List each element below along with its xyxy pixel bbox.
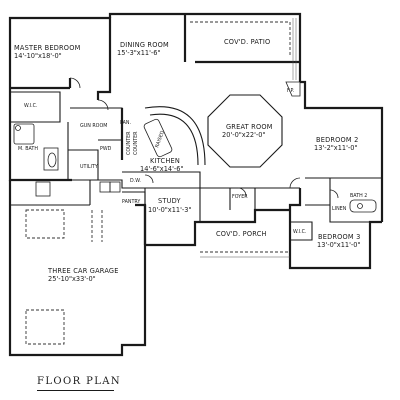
exterior-walls bbox=[8, 12, 384, 357]
linen-tag: LINEN bbox=[332, 206, 347, 212]
gun-room-name: GUN ROOM bbox=[80, 123, 107, 129]
kitchen-name: KITCHEN bbox=[150, 157, 180, 165]
master-bath-fixtures bbox=[13, 123, 59, 197]
master-bedroom-name: MASTER BEDROOM bbox=[14, 44, 81, 52]
kitchen-curved-counter bbox=[143, 106, 206, 166]
garage-stalls bbox=[25, 209, 103, 345]
small-tags: F.P. PWD LINEN PAN. D.W. bbox=[100, 88, 347, 212]
counter-right-label: COUNTER bbox=[133, 131, 139, 155]
wic-bed3-name: W.I.C. bbox=[293, 229, 307, 235]
pwd-tag: PWD bbox=[100, 146, 112, 152]
dining-room-dims: 15'-3"x11'-6" bbox=[117, 49, 161, 57]
dw-tag: D.W. bbox=[130, 178, 141, 184]
utility-name: UTILITY bbox=[80, 164, 98, 170]
plan-title-underline bbox=[37, 390, 114, 391]
covd-porch-name: COV'D. PORCH bbox=[216, 230, 267, 238]
bedroom-3-dims: 13'-0"x11'-0" bbox=[317, 241, 361, 249]
study-dims: 10'-0"x11'-3" bbox=[148, 206, 192, 214]
bath-2-name: BATH 2 bbox=[350, 193, 367, 199]
pantry-small-tag: PAN. bbox=[120, 120, 131, 126]
garage-name: THREE CAR GARAGE bbox=[47, 267, 119, 275]
laundry-fixtures bbox=[99, 181, 121, 193]
bedroom-2-name: BEDROOM 2 bbox=[316, 136, 359, 144]
fireplace bbox=[285, 81, 301, 97]
garage-dims: 25'-10"x33'-0" bbox=[48, 275, 96, 283]
door-swings bbox=[69, 77, 339, 199]
bedroom-2-dims: 13'-2"x11'-0" bbox=[314, 144, 358, 152]
plan-title: FLOOR PLAN bbox=[37, 376, 122, 387]
dining-room-name: DINING ROOM bbox=[120, 41, 169, 49]
covd-patio-name: COV'D. PATIO bbox=[224, 38, 270, 46]
room-labels: MASTER BEDROOM 14'-10"x18'-0" DINING ROO… bbox=[14, 38, 367, 283]
kitchen-dims: 14'-6"x14'-6" bbox=[140, 165, 184, 173]
raised-bar-label: RAISED bbox=[154, 130, 166, 149]
m-bath-name: M. BATH bbox=[18, 146, 38, 152]
great-room-dims: 20'-0"x22'-0" bbox=[222, 131, 266, 139]
counter-labels: COUNTER COUNTER RAISED bbox=[126, 130, 166, 155]
bedroom-3-name: BEDROOM 3 bbox=[318, 233, 361, 241]
foyer-name: FOYER bbox=[232, 194, 248, 200]
master-bedroom-dims: 14'-10"x18'-0" bbox=[14, 52, 62, 60]
study-name: STUDY bbox=[158, 197, 182, 205]
great-room-name: GREAT ROOM bbox=[226, 123, 273, 131]
porch-outline bbox=[200, 251, 290, 258]
great-room-octagon bbox=[207, 94, 283, 168]
counter-left-label: COUNTER bbox=[126, 131, 132, 155]
wic-master-name: W.I.C. bbox=[24, 103, 38, 109]
fp-tag: F.P. bbox=[287, 88, 294, 94]
bath2-fixtures bbox=[349, 199, 377, 213]
pantry-name: PANTRY bbox=[122, 199, 140, 205]
patio-outline bbox=[190, 18, 297, 80]
interior-walls bbox=[10, 14, 382, 241]
